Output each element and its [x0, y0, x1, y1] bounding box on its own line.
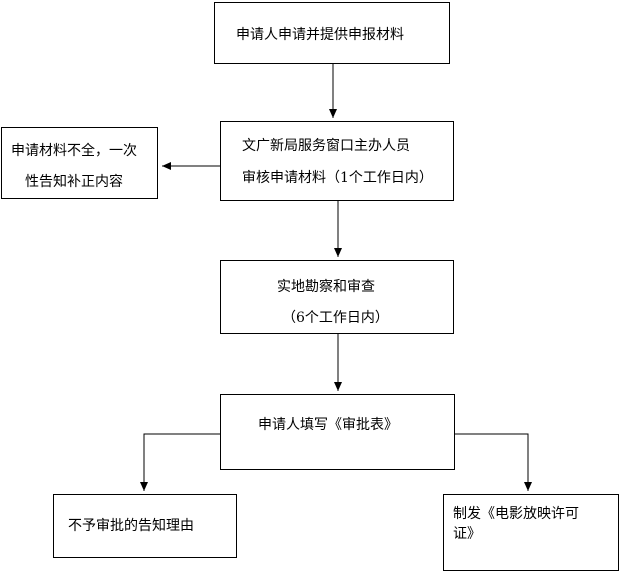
node-form-text: 申请人填写《审批表》	[258, 417, 398, 433]
node-review-line2: 审核申请材料（1个工作日内）	[242, 170, 433, 186]
node-incomplete: 申请材料不全，一次 性告知补正内容	[1, 127, 158, 199]
node-reject: 不予审批的告知理由	[53, 494, 237, 558]
node-issue-line1: 制发《电影放映许可	[453, 506, 579, 522]
node-reject-text: 不予审批的告知理由	[68, 518, 194, 534]
node-inspect: 实地勘察和审查 （6个工作日内）	[220, 260, 454, 334]
node-issue: 制发《电影放映许可 证》	[443, 494, 619, 571]
node-inspect-line2: （6个工作日内）	[282, 310, 389, 326]
arrow-form-to-reject	[140, 433, 220, 491]
node-review: 文广新局服务窗口主办人员 审核申请材料（1个工作日内）	[220, 121, 454, 201]
node-review-line1: 文广新局服务窗口主办人员	[242, 138, 410, 154]
node-apply: 申请人申请并提供申报材料	[214, 2, 450, 64]
node-incomplete-line1: 申请材料不全，一次	[11, 143, 137, 159]
node-form: 申请人填写《审批表》	[220, 394, 455, 470]
node-apply-text: 申请人申请并提供申报材料	[236, 27, 404, 43]
node-inspect-line1: 实地勘察和审查	[277, 279, 375, 295]
node-incomplete-line2: 性告知补正内容	[25, 174, 123, 190]
arrow-form-to-issue	[455, 433, 532, 491]
node-issue-line2: 证》	[453, 526, 481, 542]
